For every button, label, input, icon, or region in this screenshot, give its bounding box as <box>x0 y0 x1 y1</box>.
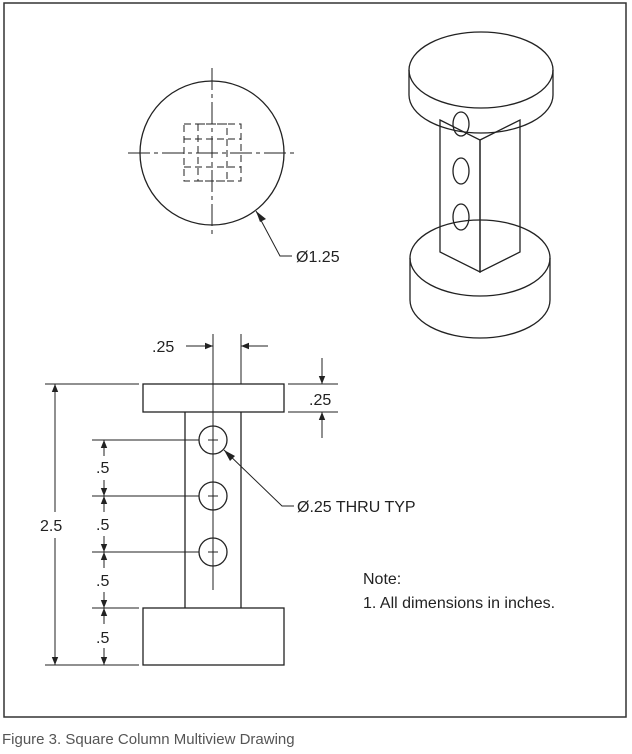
hole-label: Ø.25 THRU TYP <box>297 499 416 516</box>
isometric-view <box>408 31 554 339</box>
overall-dim-label: 2.5 <box>40 518 62 535</box>
iso-column-left-face <box>439 118 481 274</box>
cap-dim-label: .25 <box>309 392 331 409</box>
hidden-square-inner <box>197 123 228 182</box>
top-view: Ø1.25 <box>128 68 340 266</box>
diameter-label: Ø1.25 <box>296 249 340 266</box>
note-line-1: 1. All dimensions in inches. <box>363 595 555 612</box>
iso-hole-2 <box>452 157 470 185</box>
diameter-leader <box>255 210 292 257</box>
spacing-label-4: .5 <box>96 630 109 647</box>
front-base <box>142 607 285 666</box>
drawing-border <box>3 2 627 718</box>
spacing-label-3: .5 <box>96 573 109 590</box>
iso-hole-1 <box>452 111 470 137</box>
spacing-label-2: .5 <box>96 517 109 534</box>
iso-top-disk-top <box>408 31 554 109</box>
diameter-arrowhead <box>256 211 266 222</box>
spacing-label-1: .5 <box>96 460 109 477</box>
width-dim-label: .25 <box>152 339 174 356</box>
iso-bottom-disk-side <box>409 258 551 339</box>
iso-hole-3 <box>452 203 470 231</box>
note-heading: Note: <box>363 571 401 588</box>
front-view: .25 .25 2.5 .5 .5 .5 .5 Ø.25 THR <box>40 334 416 666</box>
iso-column-right-face <box>479 118 521 274</box>
hole-leader <box>223 449 294 507</box>
figure-caption: Figure 3. Square Column Multiview Drawin… <box>2 731 295 748</box>
iso-top-disk-side <box>408 70 554 134</box>
hole-leader-arrowhead <box>224 450 235 461</box>
